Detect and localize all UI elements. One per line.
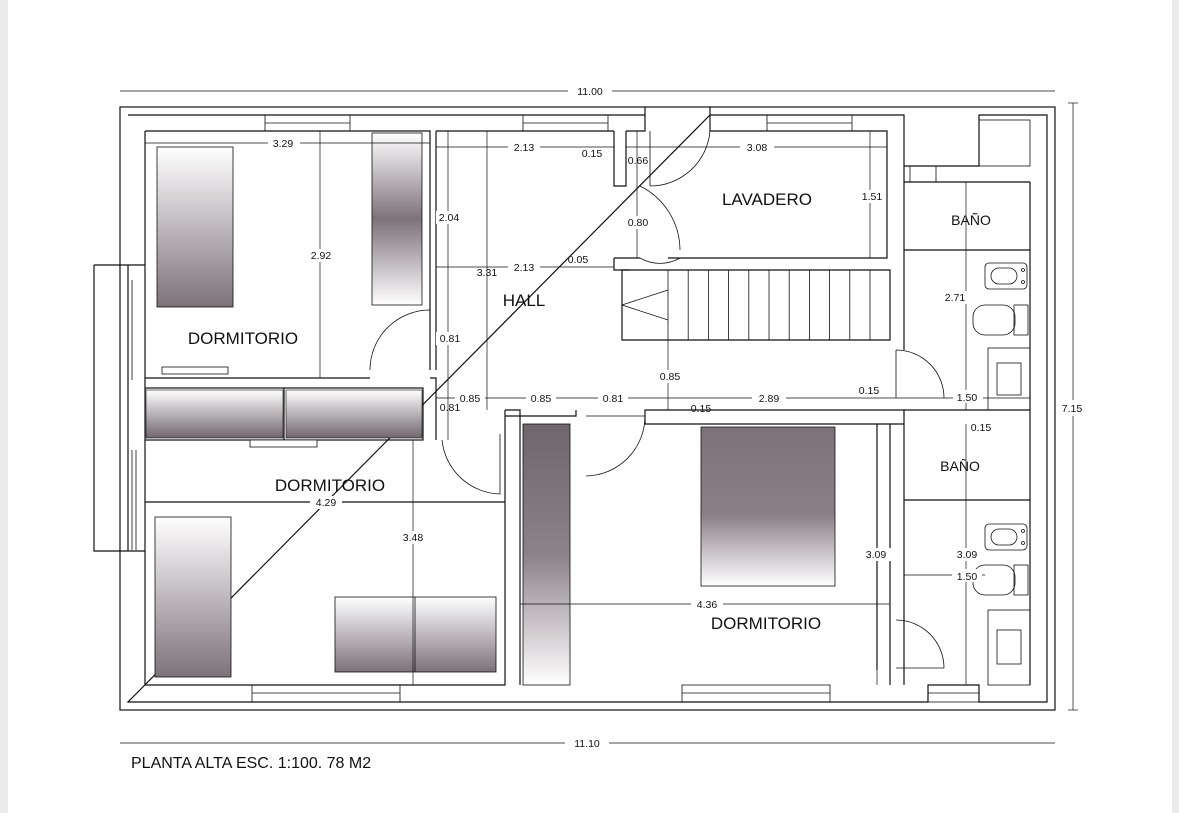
label-masks [268, 137, 983, 611]
dimension-labels: 11.00 11.10 7.15 3.29 2.92 2.13 0.15 0.6… [273, 86, 1083, 750]
dim-204: 2.04 [439, 212, 460, 224]
room-labels: DORMITORIO DORMITORIO DORMITORIO HALL LA… [188, 190, 991, 633]
dim-085a: 0.85 [660, 371, 681, 383]
desk-dorm2 [334, 596, 497, 673]
dim-015c: 0.15 [691, 403, 712, 415]
dim-213a: 2.13 [514, 142, 535, 154]
room-label-dormitorio-2: DORMITORIO [275, 476, 385, 495]
stair-treads [667, 270, 871, 340]
dim-overall-right: 7.15 [1062, 403, 1083, 415]
dim-436: 4.36 [697, 599, 718, 611]
dim-015d: 0.15 [971, 422, 992, 434]
wardrobe-dorm1 [371, 132, 423, 306]
room-label-dormitorio-3: DORMITORIO [711, 614, 821, 633]
dim-151: 1.51 [862, 191, 883, 203]
plan-caption: PLANTA ALTA ESC. 1:100. 78 M2 [131, 755, 372, 772]
dim-329: 3.29 [273, 138, 294, 150]
dim-292: 2.92 [311, 250, 332, 262]
dim-085b: 0.85 [460, 393, 481, 405]
overall-dimension-lines [120, 84, 1088, 750]
interior-walls [144, 107, 1031, 686]
dim-348: 3.48 [403, 532, 424, 544]
dim-overall-top: 11.00 [577, 86, 603, 98]
dim-429: 4.29 [316, 497, 337, 509]
bed-dorm1 [156, 146, 234, 308]
dim-309b: 3.09 [957, 549, 978, 561]
dim-081c: 0.81 [440, 402, 461, 414]
bathroom-fixtures [972, 262, 1031, 686]
dim-150b: 1.50 [957, 571, 978, 583]
dim-overall-bottom: 11.10 [574, 738, 600, 750]
closet-right [285, 389, 423, 439]
room-label-bano-2: BAÑO [940, 458, 980, 474]
dim-213b: 2.13 [514, 262, 535, 274]
room-label-bano-1: BAÑO [951, 212, 991, 228]
dim-271: 2.71 [945, 292, 966, 304]
drawing-sheet: 11.00 11.10 7.15 3.29 2.92 2.13 0.15 0.6… [8, 0, 1172, 813]
dim-289: 2.89 [759, 393, 780, 405]
dim-081b: 0.81 [603, 393, 624, 405]
stair-arrow [621, 289, 669, 321]
closet-left [145, 389, 284, 439]
room-label-dormitorio-1: DORMITORIO [188, 329, 298, 348]
dim-066: 0.66 [628, 155, 649, 167]
dim-308: 3.08 [747, 142, 768, 154]
bed-dorm2 [154, 516, 232, 678]
dim-015a: 0.15 [582, 148, 603, 160]
room-label-hall: HALL [503, 291, 546, 310]
dim-331: 3.31 [477, 267, 498, 279]
dim-005: 0.05 [568, 254, 589, 266]
dim-309a: 3.09 [866, 549, 887, 561]
balcony [93, 264, 145, 552]
room-label-lavadero: LAVADERO [722, 190, 812, 209]
floor-plan: 11.00 11.10 7.15 3.29 2.92 2.13 0.15 0.6… [93, 84, 1088, 750]
furniture [145, 132, 836, 686]
wardrobe-dorm3 [522, 423, 571, 686]
dim-085c: 0.85 [531, 393, 552, 405]
dim-080: 0.80 [628, 217, 649, 229]
doors [369, 130, 945, 669]
dim-015b: 0.15 [859, 385, 880, 397]
dim-150a: 1.50 [957, 392, 978, 404]
dim-081a: 0.81 [440, 333, 461, 345]
bed-dorm3 [700, 426, 836, 587]
